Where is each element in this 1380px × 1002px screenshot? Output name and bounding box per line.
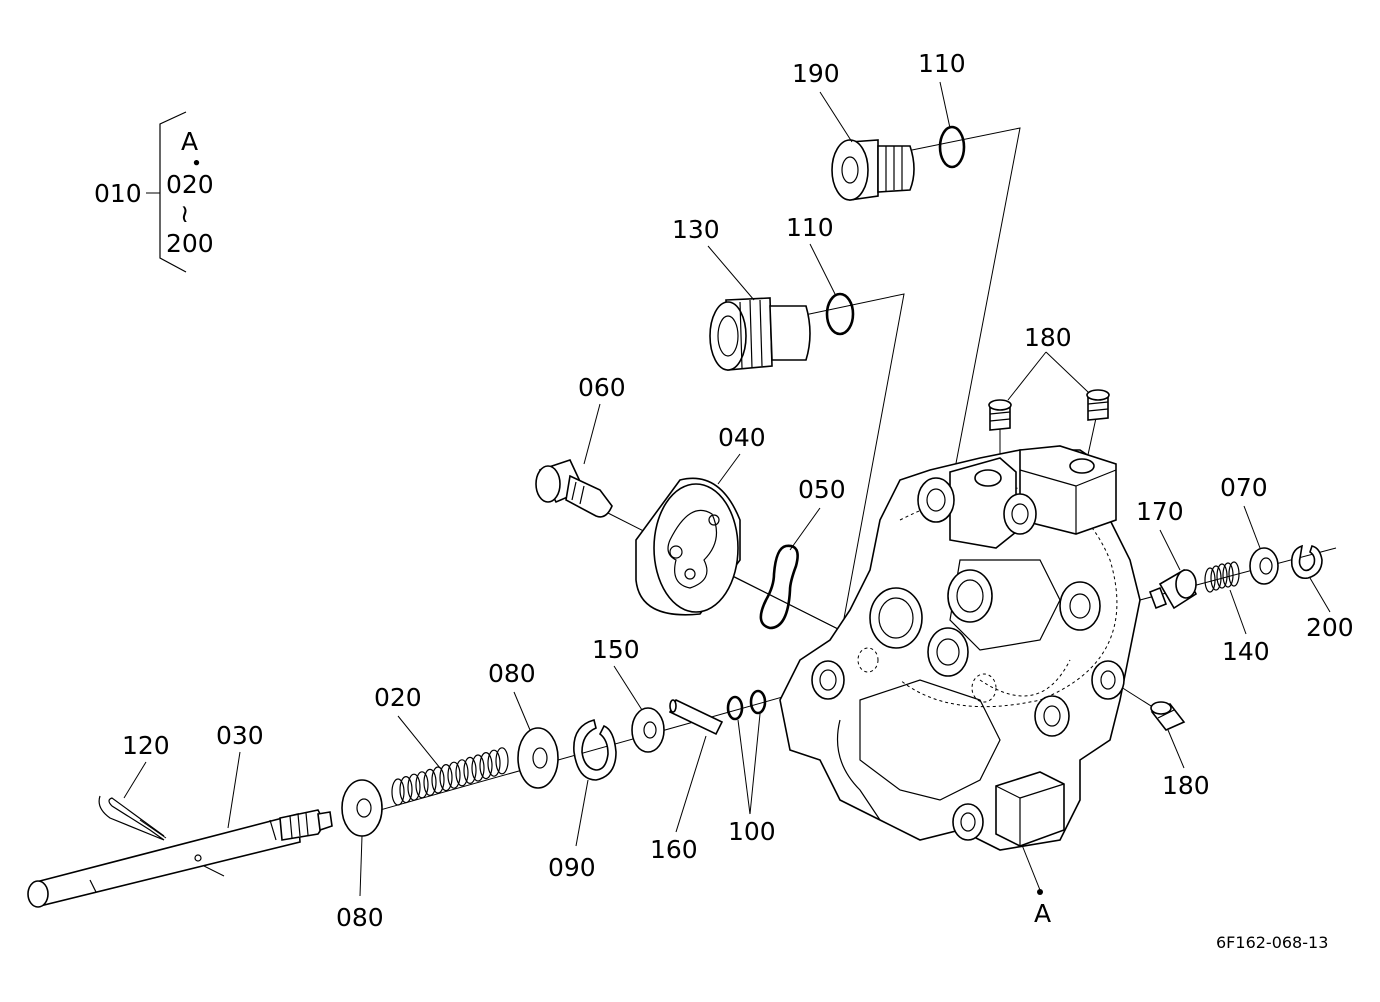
label-040: 040 — [718, 423, 766, 452]
set-screw-180-right — [1086, 389, 1110, 421]
washer-080-lower — [341, 779, 383, 837]
snap-ring-200 — [1290, 544, 1323, 580]
assembly-range-mark: ≀ — [180, 199, 189, 228]
assembly-ref-a: A — [181, 127, 198, 156]
label-100: 100 — [728, 817, 776, 846]
o-ring-100-a — [726, 695, 744, 721]
o-ring-100-b — [749, 689, 767, 715]
plug-130 — [709, 297, 811, 371]
assembly-number: 010 — [94, 179, 142, 208]
spring-coil — [391, 778, 405, 806]
valve-body-housing — [779, 445, 1141, 895]
shaft-030 — [27, 809, 333, 908]
part-labels: 190 110 130 110 180 060 040 050 170 070 … — [122, 49, 1354, 952]
label-120: 120 — [122, 731, 170, 760]
spring-coil — [407, 773, 421, 801]
plunger-170 — [1148, 568, 1198, 610]
pin-160 — [668, 698, 724, 736]
label-090: 090 — [548, 853, 596, 882]
spring-coil — [463, 756, 477, 785]
label-030: 030 — [216, 721, 264, 750]
label-060: 060 — [578, 373, 626, 402]
spring-coil — [471, 754, 485, 782]
label-110-top: 110 — [918, 49, 966, 78]
bolt-060 — [535, 459, 613, 518]
spring-coil — [447, 761, 461, 789]
label-130: 130 — [672, 215, 720, 244]
valve-block-040 — [635, 477, 741, 616]
label-080-upper: 080 — [488, 659, 536, 688]
set-screw-180-left — [988, 399, 1012, 431]
label-200: 200 — [1306, 613, 1354, 642]
label-180-bottom: 180 — [1162, 771, 1210, 800]
spring-coil — [487, 749, 501, 777]
assembly-range-start: 020 — [166, 170, 214, 199]
leader-lines — [123, 81, 1331, 897]
label-170: 170 — [1136, 497, 1184, 526]
spring-coil — [399, 775, 413, 804]
label-070: 070 — [1220, 473, 1268, 502]
spring-coil — [431, 766, 445, 794]
spring-coil — [455, 759, 469, 787]
spring-140 — [1204, 561, 1240, 593]
label-050: 050 — [798, 475, 846, 504]
plug-190 — [831, 139, 915, 201]
label-160: 160 — [650, 835, 698, 864]
set-screw-180-bottom — [1150, 701, 1186, 731]
spring-020 — [391, 747, 509, 806]
assembly-dot: ・ — [184, 149, 209, 178]
label-110-middle: 110 — [786, 213, 834, 242]
assembly-range-end: 200 — [166, 229, 214, 258]
label-190: 190 — [792, 59, 840, 88]
label-020: 020 — [374, 683, 422, 712]
o-ring-110-top — [938, 125, 966, 169]
label-180-top: 180 — [1024, 323, 1072, 352]
gasket-050 — [759, 544, 799, 630]
spring-coil — [479, 751, 493, 780]
o-ring-110-middle — [825, 292, 855, 336]
spring-coil — [415, 771, 429, 799]
label-140: 140 — [1222, 637, 1270, 666]
assembly-bracket: 010 A ・ 020 ≀ 200 — [94, 111, 214, 273]
label-reference-a: A — [1034, 899, 1051, 928]
drawing-code: 6F162-068-13 — [1216, 933, 1328, 952]
cotter-pin-120 — [98, 795, 165, 841]
spring-coil — [423, 768, 437, 797]
spring-coil — [495, 747, 509, 775]
label-080-lower: 080 — [336, 903, 384, 932]
washer-150 — [631, 707, 665, 753]
snap-ring-090 — [573, 719, 617, 781]
washer-070 — [1249, 547, 1279, 585]
label-150: 150 — [592, 635, 640, 664]
washer-080-upper — [517, 727, 559, 789]
spring-coil — [439, 763, 453, 792]
